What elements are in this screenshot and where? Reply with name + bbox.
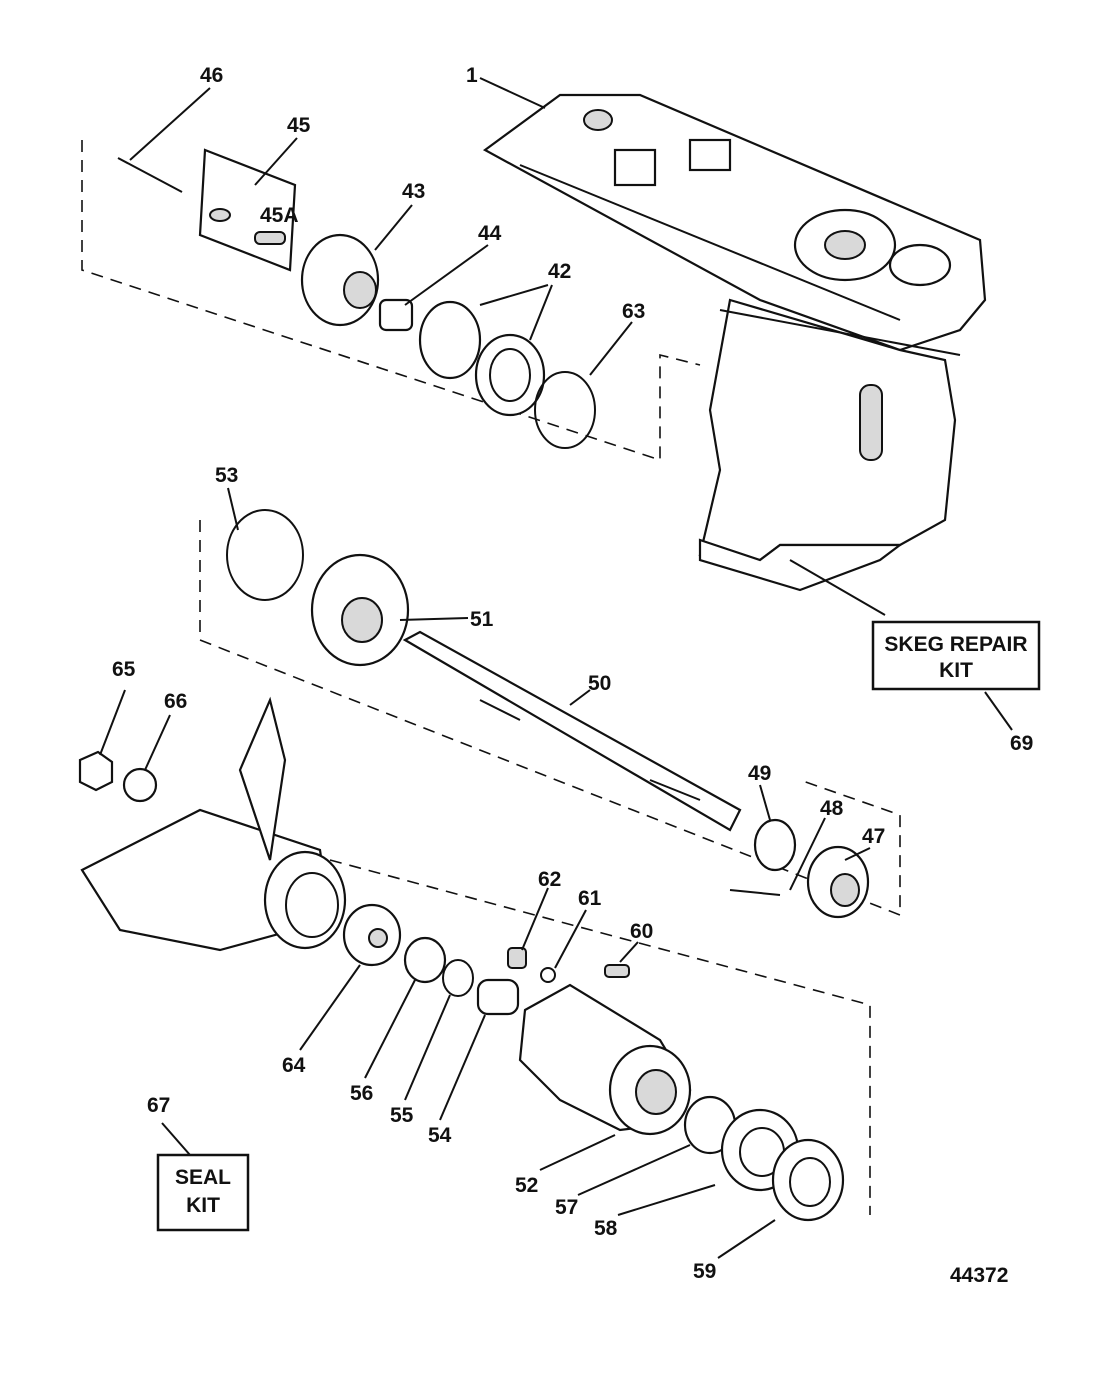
callout-49: 49 bbox=[748, 762, 771, 785]
seal-56 bbox=[403, 936, 447, 984]
leader-lines bbox=[99, 77, 1013, 1259]
stud-60 bbox=[604, 964, 630, 978]
propeller bbox=[80, 696, 347, 952]
callout-50: 50 bbox=[588, 672, 611, 695]
callout-67: 67 bbox=[147, 1094, 170, 1117]
callout-45: 45 bbox=[287, 114, 311, 137]
callout-45a: 45A bbox=[260, 204, 299, 227]
seal-kit-label-line1: SEAL bbox=[175, 1166, 231, 1189]
nut-65 bbox=[78, 750, 114, 792]
callout-65: 65 bbox=[112, 658, 136, 681]
washer-61 bbox=[540, 967, 556, 983]
o-ring-63 bbox=[534, 371, 596, 449]
callout-47: 47 bbox=[862, 825, 885, 848]
figure-number: 44372 bbox=[950, 1264, 1008, 1287]
callout-46: 46 bbox=[200, 64, 223, 87]
callout-69: 69 bbox=[1010, 732, 1033, 755]
callout-61: 61 bbox=[578, 887, 602, 910]
skeg-repair-kit-box: SKEG REPAIR KIT bbox=[871, 620, 1041, 691]
callout-labels: 1 46 45 45A 43 44 42 63 53 51 50 49 48 4… bbox=[112, 64, 1033, 1287]
callout-1: 1 bbox=[466, 64, 478, 87]
seal-kit-label-line2: KIT bbox=[186, 1194, 220, 1217]
seal-kit-box: SEAL KIT bbox=[156, 1153, 250, 1232]
callout-53: 53 bbox=[215, 464, 238, 487]
callout-56: 56 bbox=[350, 1082, 373, 1105]
callout-58: 58 bbox=[594, 1217, 618, 1240]
retainer-49 bbox=[753, 818, 797, 872]
callout-60: 60 bbox=[630, 920, 653, 943]
callout-64: 64 bbox=[282, 1054, 306, 1077]
callout-43: 43 bbox=[402, 180, 425, 203]
nut-62 bbox=[507, 947, 527, 969]
callout-52: 52 bbox=[515, 1174, 538, 1197]
callout-42: 42 bbox=[548, 260, 571, 283]
callout-51: 51 bbox=[470, 608, 494, 631]
callout-48: 48 bbox=[820, 797, 844, 820]
skeg-kit-label-line1: SKEG REPAIR bbox=[884, 633, 1027, 656]
callout-62: 62 bbox=[538, 868, 561, 891]
thrust-hub-64 bbox=[342, 903, 402, 967]
bearing-race-42 bbox=[418, 300, 546, 417]
bearing-54 bbox=[476, 978, 520, 1016]
callout-44: 44 bbox=[478, 222, 502, 245]
pin-46 bbox=[117, 157, 183, 193]
callout-55: 55 bbox=[390, 1104, 414, 1127]
tab-washer-66 bbox=[122, 767, 158, 803]
washer-55 bbox=[442, 959, 474, 997]
propeller-shaft-50 bbox=[402, 630, 742, 832]
skeg-kit-label-line2: KIT bbox=[939, 659, 973, 682]
pin-48 bbox=[729, 889, 781, 896]
callout-66: 66 bbox=[164, 690, 187, 713]
bearing-carrier-52 bbox=[518, 983, 692, 1136]
bearing-44 bbox=[378, 298, 414, 332]
callout-57: 57 bbox=[555, 1196, 578, 1219]
callout-59: 59 bbox=[693, 1260, 716, 1283]
lower-group-outline bbox=[329, 859, 871, 1215]
o-ring-53 bbox=[226, 509, 304, 601]
thrust-bearing-59 bbox=[771, 1138, 845, 1222]
callout-63: 63 bbox=[622, 300, 645, 323]
forward-gear-51 bbox=[310, 553, 410, 667]
upper-group-outline bbox=[81, 140, 701, 462]
clutch-47 bbox=[806, 845, 870, 919]
middle-group-outline bbox=[199, 520, 901, 917]
callout-54: 54 bbox=[428, 1124, 452, 1147]
gear-housing bbox=[482, 93, 987, 592]
pinion-gear-43 bbox=[300, 233, 380, 327]
